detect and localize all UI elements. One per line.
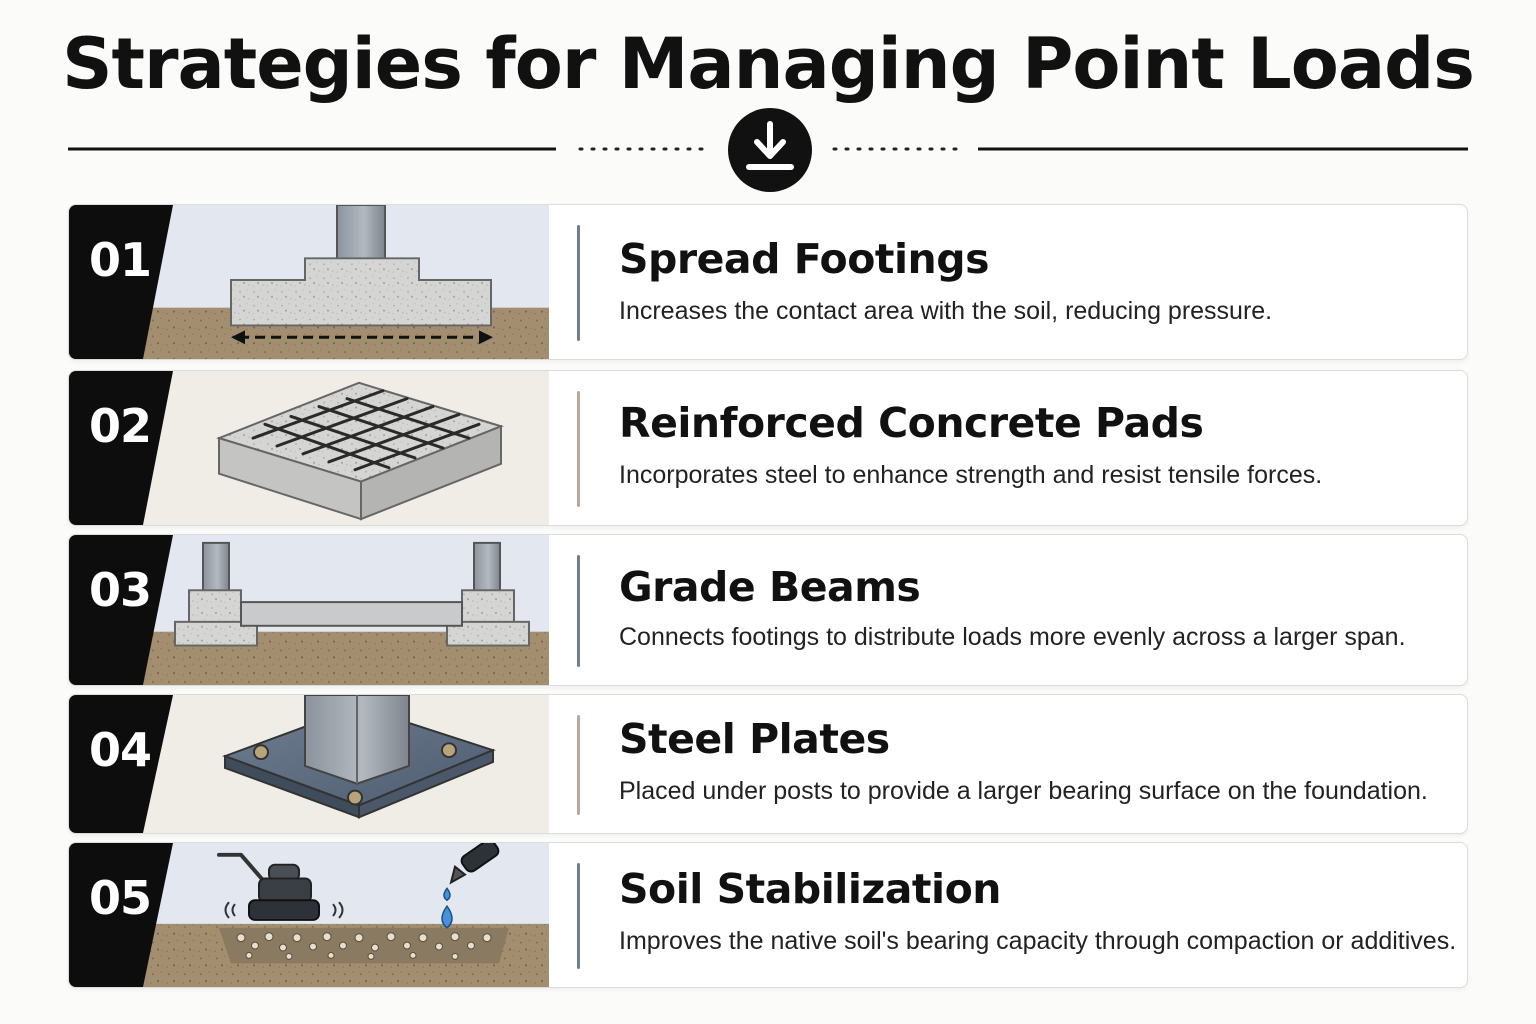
strategy-number: 02 [89,399,152,453]
strategy-card-steel-plates: 04 Steel Plates Placed under posts to pr… [68,694,1468,834]
page-title: Strategies for Managing Point Loads [62,23,1475,105]
strategy-description: Incorporates steel to enhance strength a… [619,461,1323,489]
title-divider [68,108,1468,192]
strategy-tab: 01 [69,205,549,359]
soil-stabilization-illustration [69,843,549,987]
strategy-title: Steel Plates [619,715,890,763]
strategy-title: Reinforced Concrete Pads [619,399,1204,447]
strategy-title: Spread Footings [619,235,989,283]
spread-footing-illustration [69,205,549,359]
strategy-accent-bar [577,715,580,815]
strategy-accent-bar [577,555,580,667]
strategy-card-reinforced-concrete-pads: 02 Reinforced Concrete Pads Incorporates… [68,370,1468,526]
strategy-description: Increases the contact area with the soil… [619,297,1273,325]
strategy-number: 04 [89,723,152,777]
strategy-description: Improves the native soil's bearing capac… [619,927,1457,955]
strategy-tab: 05 [69,843,549,987]
strategy-number: 01 [89,233,152,287]
grade-beam-illustration [69,535,549,685]
rebar-pad-illustration [69,371,549,525]
additive-nozzle-icon [441,843,500,929]
strategy-number: 05 [89,871,152,925]
strategy-accent-bar [577,225,580,341]
strategy-title: Grade Beams [619,563,921,611]
strategy-title: Soil Stabilization [619,865,1001,913]
strategy-accent-bar [577,391,580,507]
strategy-description: Placed under posts to provide a larger b… [619,777,1428,805]
strategy-description: Connects footings to distribute loads mo… [619,623,1406,651]
download-arrow-icon [728,108,812,192]
strategy-tab: 03 [69,535,549,685]
plate-compactor-icon [217,852,344,921]
strategy-card-soil-stabilization: 05 Soil Stabilization Improves the nativ… [68,842,1468,988]
strategy-card-spread-footings: 01 Spread Footings Increases the contact… [68,204,1468,360]
steel-plate-illustration [69,695,549,833]
strategy-tab: 02 [69,371,549,525]
strategy-card-grade-beams: 03 Grade Beams Connects footings to dist… [68,534,1468,686]
strategy-tab: 04 [69,695,549,833]
strategy-accent-bar [577,863,580,969]
strategy-number: 03 [89,563,152,617]
